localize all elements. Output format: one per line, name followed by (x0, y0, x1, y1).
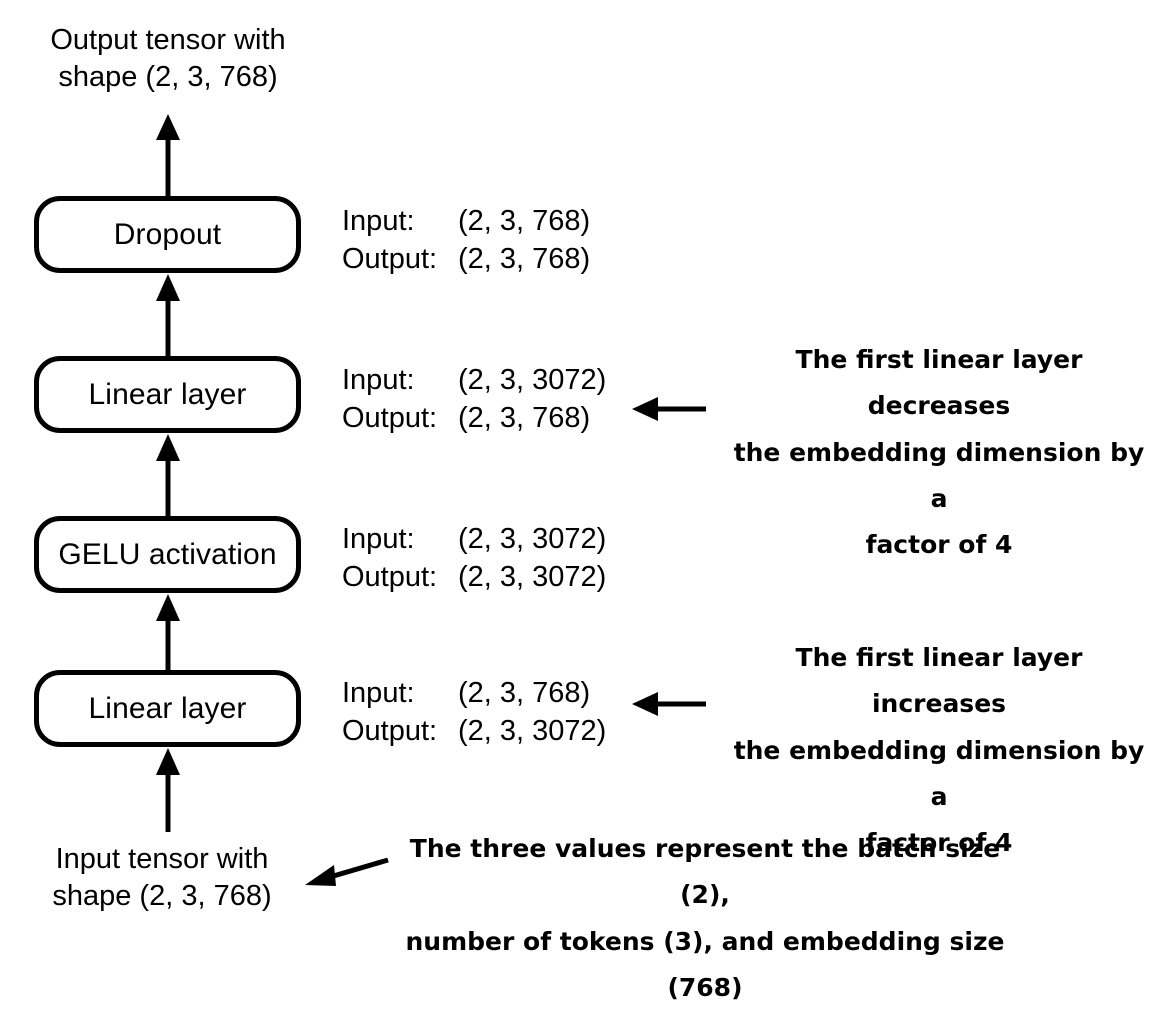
io-linear-first-input-value: (2, 3, 768) (458, 677, 591, 709)
arrow-dropout-to-output (156, 114, 180, 202)
arrow-linear-first-to-gelu (156, 594, 180, 678)
io-linear-first-output-value: (2, 3, 3072) (458, 714, 607, 747)
io-linear-first: Input: (2, 3, 768) Output: (2, 3, 3072) (342, 675, 606, 750)
io-linear-second-input-value: (2, 3, 3072) (458, 364, 607, 396)
io-linear-first-output-row: Output: (2, 3, 3072) (342, 713, 606, 751)
io-dropout-output-value: (2, 3, 768) (458, 242, 591, 275)
io-dropout-input-row: Input: (2, 3, 768) (342, 203, 590, 241)
arrow-shape-note-pointer (305, 857, 389, 886)
output-tensor-caption: Output tensor with shape (2, 3, 768) (50, 24, 286, 94)
io-output-key: Output: (342, 714, 438, 747)
io-output-key: Output: (342, 242, 438, 275)
io-dropout-input-value: (2, 3, 768) (458, 205, 591, 237)
arrow-input-to-linear-first (156, 748, 180, 832)
node-gelu-label: GELU activation (58, 537, 277, 571)
io-input-key: Input: (342, 364, 415, 396)
node-gelu[interactable]: GELU activation (34, 516, 301, 593)
annotation-decrease-note: The first linear layer decreases the emb… (733, 345, 1145, 559)
input-tensor-caption: Input tensor with shape (2, 3, 768) (52, 843, 272, 913)
annotation-increase-note: The first linear layer increases the emb… (733, 643, 1145, 857)
io-input-key: Input: (342, 205, 415, 237)
node-linear-first-label: Linear layer (88, 691, 247, 725)
io-linear-first-input-row: Input: (2, 3, 768) (342, 675, 606, 713)
io-gelu-output-value: (2, 3, 3072) (458, 560, 607, 593)
io-gelu: Input: (2, 3, 3072) Output: (2, 3, 3072) (342, 521, 606, 596)
node-linear-second[interactable]: Linear layer (34, 356, 301, 433)
node-dropout-label: Dropout (113, 217, 222, 251)
io-dropout-output-row: Output: (2, 3, 768) (342, 241, 590, 279)
io-linear-second-input-row: Input: (2, 3, 3072) (342, 362, 606, 400)
io-linear-second-output-value: (2, 3, 768) (458, 401, 591, 434)
io-input-key: Input: (342, 523, 415, 555)
node-dropout[interactable]: Dropout (34, 196, 301, 273)
io-output-key: Output: (342, 560, 438, 593)
io-input-key: Input: (342, 677, 415, 709)
io-linear-second-output-row: Output: (2, 3, 768) (342, 400, 606, 438)
node-linear-second-label: Linear layer (88, 377, 247, 411)
annotation-shape-note: The three values represent the batch siz… (405, 834, 1005, 1002)
io-gelu-input-value: (2, 3, 3072) (458, 523, 607, 555)
arrow-linear-second-to-dropout (156, 274, 180, 358)
io-dropout: Input: (2, 3, 768) Output: (2, 3, 768) (342, 203, 590, 278)
arrow-gelu-to-linear-second (156, 434, 180, 518)
io-gelu-input-row: Input: (2, 3, 3072) (342, 521, 606, 559)
io-linear-second: Input: (2, 3, 3072) Output: (2, 3, 768) (342, 362, 606, 437)
io-gelu-output-row: Output: (2, 3, 3072) (342, 559, 606, 597)
io-output-key: Output: (342, 401, 438, 434)
arrow-increase-note-pointer (632, 692, 706, 716)
arrow-decrease-note-pointer (632, 397, 706, 421)
node-linear-first[interactable]: Linear layer (34, 670, 301, 747)
